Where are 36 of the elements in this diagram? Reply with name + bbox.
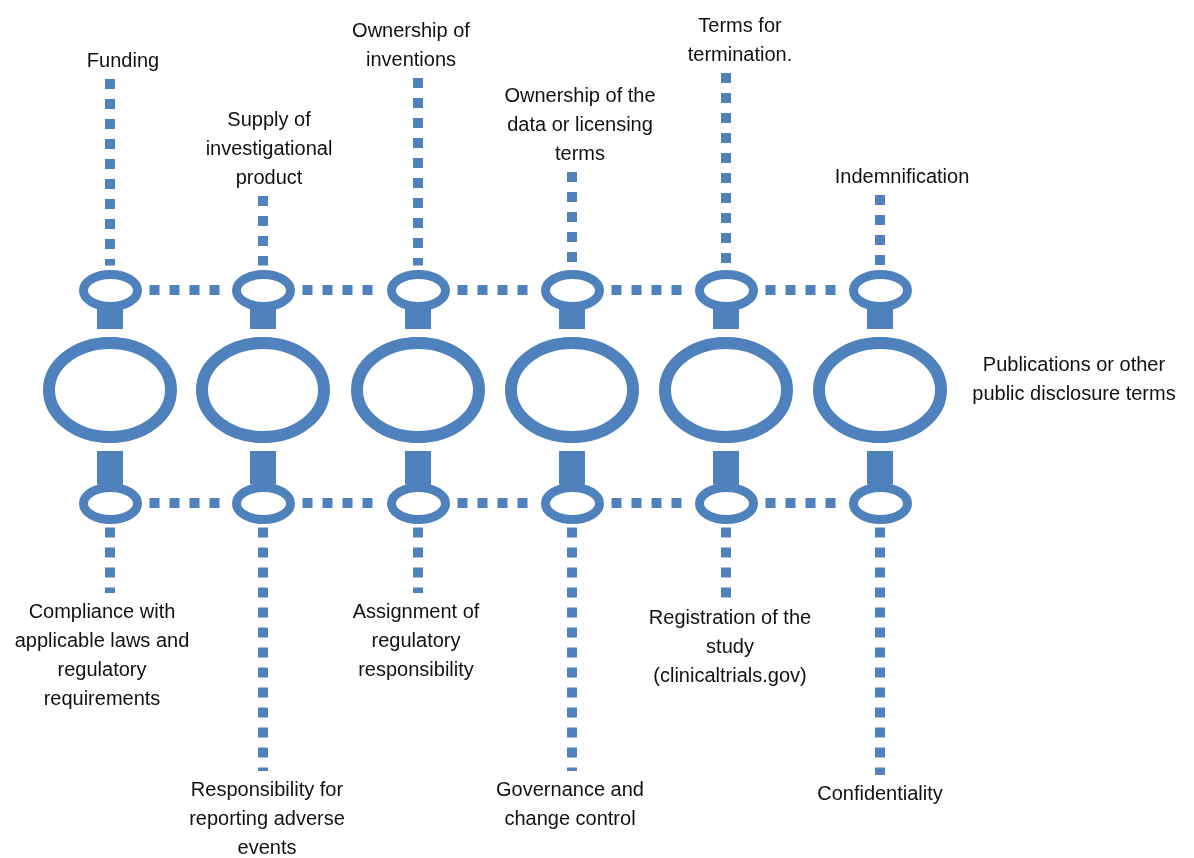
ring-stem	[713, 308, 739, 329]
dotted-connector	[567, 527, 577, 771]
ring-stem	[867, 308, 893, 329]
ring-stem	[405, 308, 431, 329]
topic-label: Ownership of inventions	[351, 18, 471, 72]
dotted-connector	[105, 79, 115, 266]
dotted-connector	[413, 527, 423, 593]
ring-stem	[97, 308, 123, 329]
topic-label: Indemnification	[834, 164, 970, 189]
ring-stem	[867, 451, 893, 485]
dotted-connector	[258, 196, 268, 266]
topic-label: Terms for termination.	[686, 13, 794, 67]
ring-stem	[97, 451, 123, 485]
topic-label: Ownership of the data or licensing terms	[503, 83, 657, 166]
topic-label: Confidentiality	[817, 781, 943, 806]
ring-stem	[405, 451, 431, 485]
dotted-connector	[413, 78, 423, 266]
topic-label: Responsibility for reporting adverse events	[188, 777, 346, 858]
topic-label: Governance and change control	[495, 777, 645, 831]
ring-stem	[559, 451, 585, 485]
topic-label: Registration of the study (clinicaltrials.gov)	[647, 605, 813, 688]
dotted-connector	[721, 73, 731, 266]
topic-label: Compliance with applicable laws and regulatory requirements	[13, 599, 191, 711]
dotted-connector	[105, 527, 115, 593]
ring-stem	[559, 308, 585, 329]
dotted-connector	[721, 527, 731, 599]
ring-stem	[250, 308, 276, 329]
topic-label: Supply of investigational product	[204, 107, 334, 190]
ring-stem	[713, 451, 739, 485]
dotted-connector	[258, 527, 268, 771]
topic-label: Publications or other public disclosure terms	[971, 352, 1177, 406]
dotted-connector	[875, 527, 885, 775]
topic-label: Funding	[86, 48, 160, 73]
topic-label: Assignment of regulatory responsibility	[351, 599, 481, 682]
dotted-connector	[875, 195, 885, 266]
ring-stem	[250, 451, 276, 485]
